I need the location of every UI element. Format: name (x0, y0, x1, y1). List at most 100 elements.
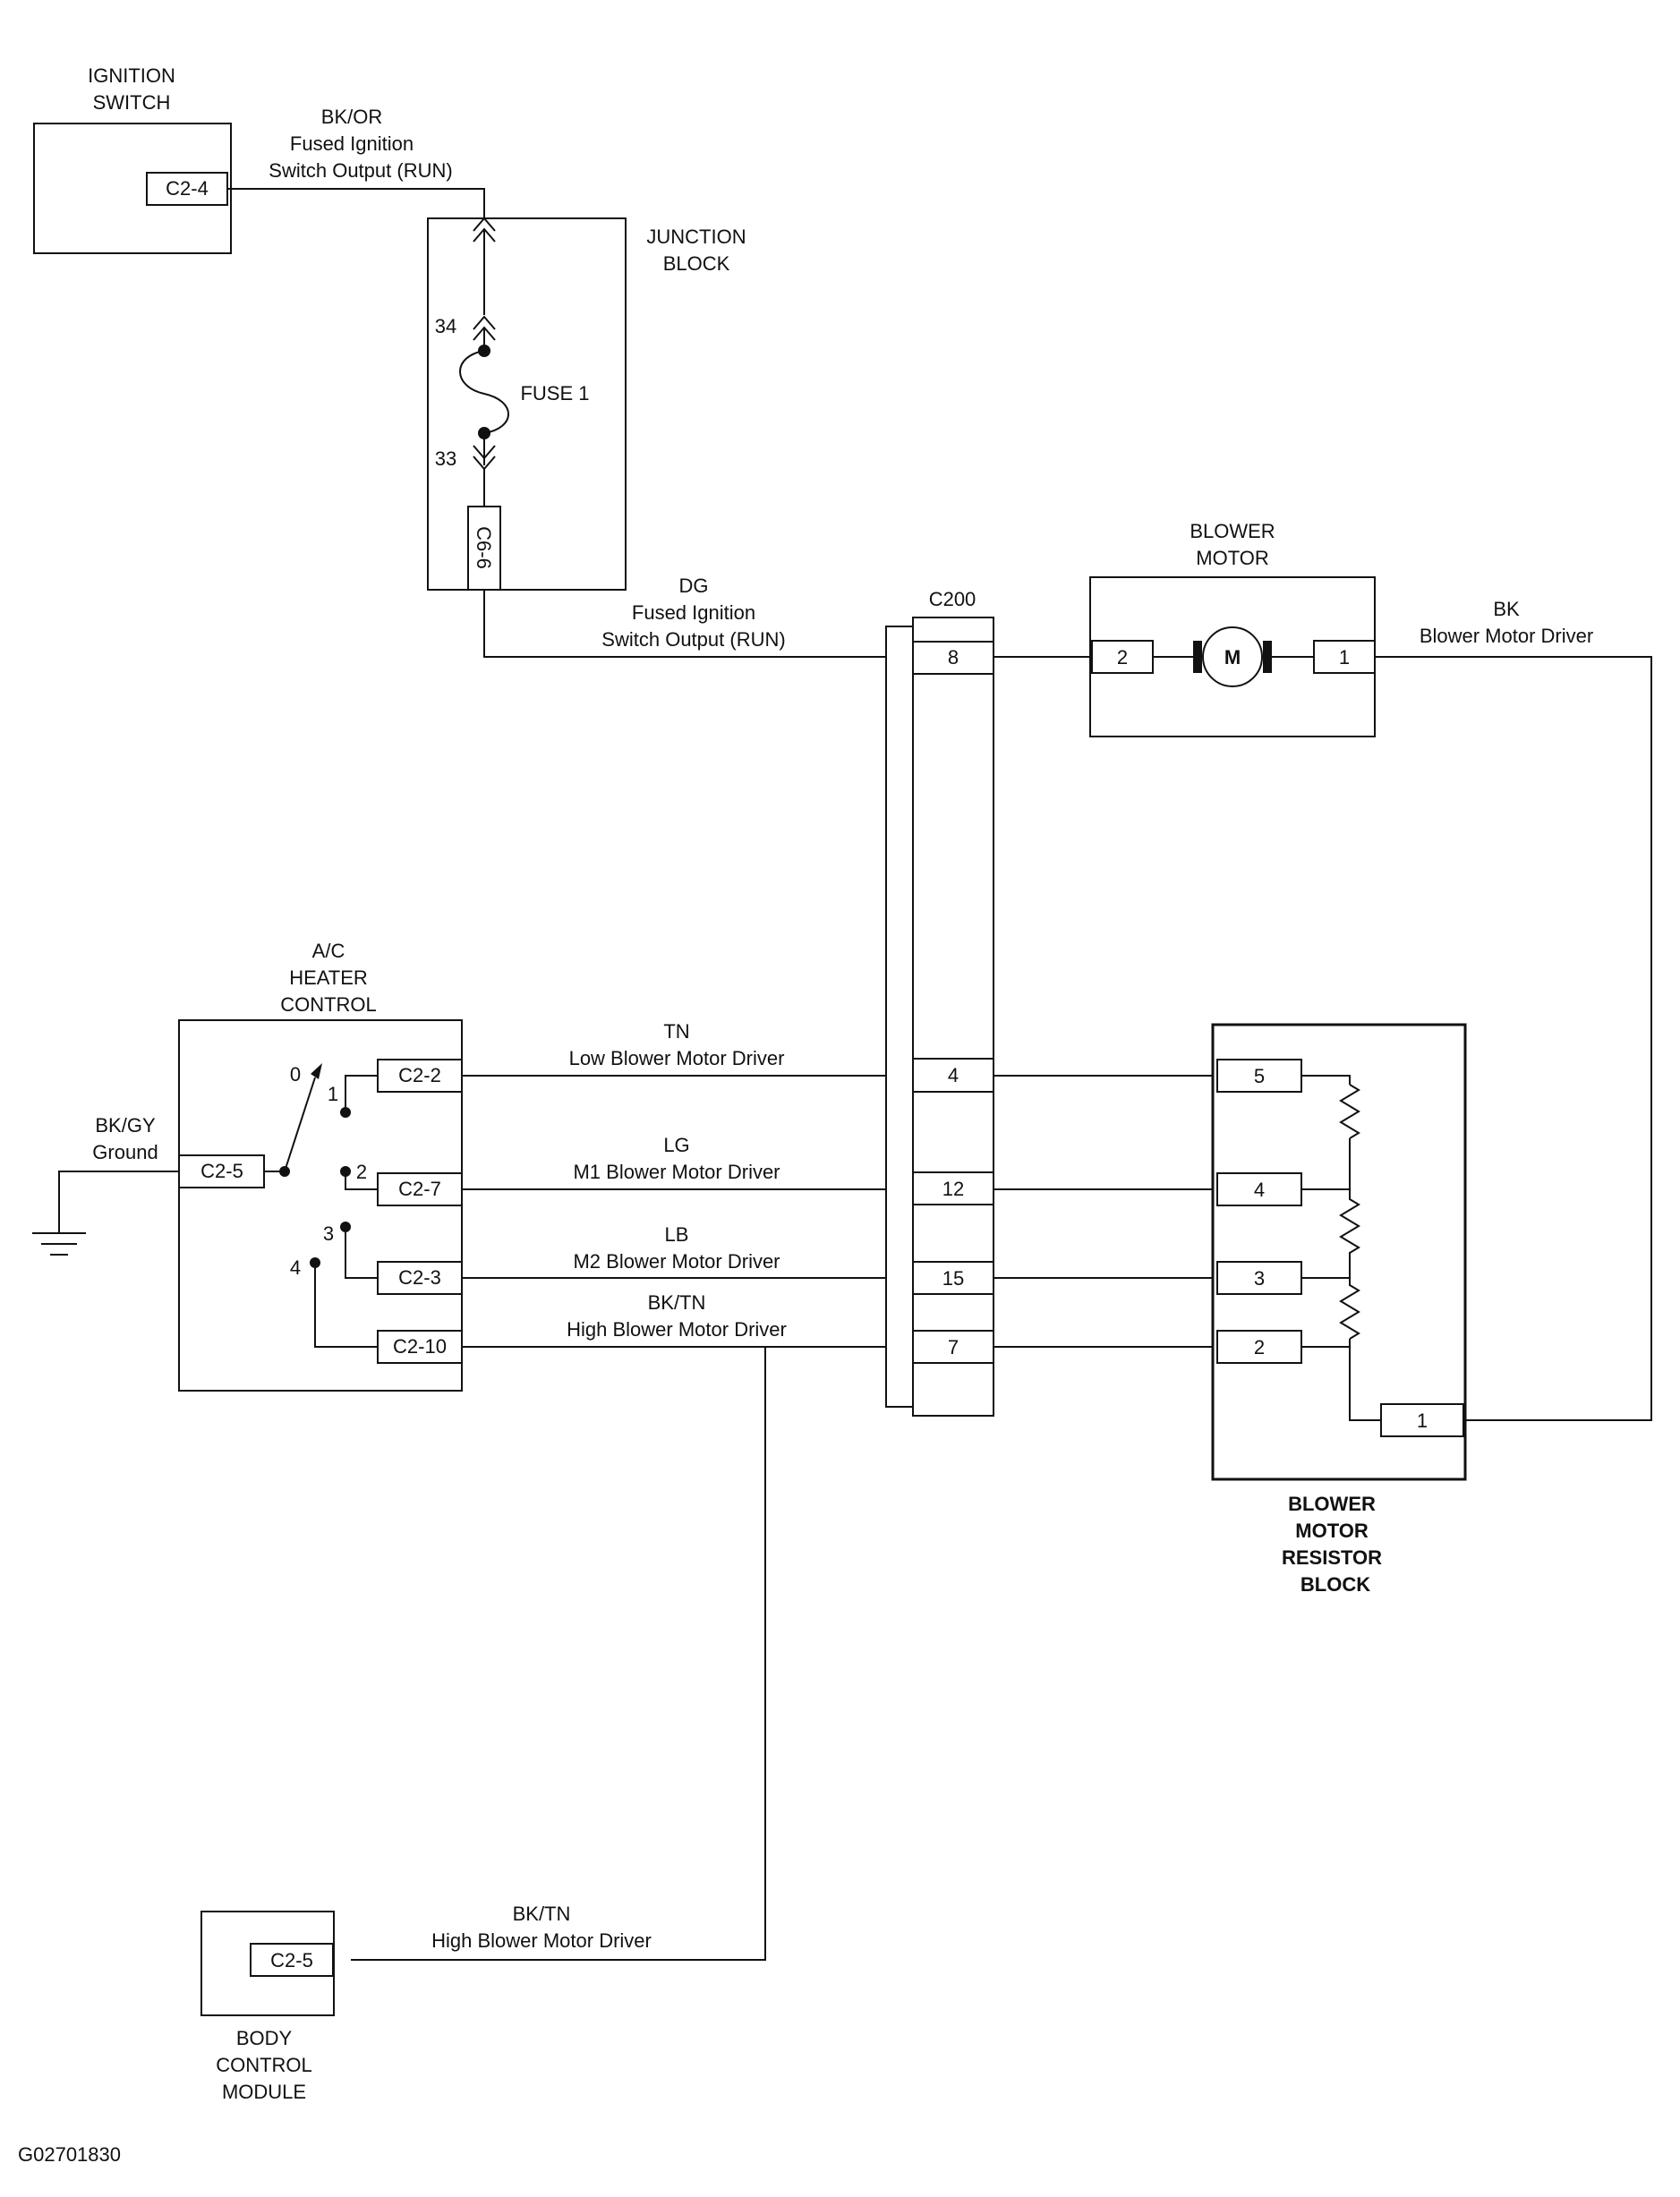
resistor-lead-5 (1301, 1075, 1351, 1085)
wire-bk-tn-desc: High Blower Motor Driver (567, 1318, 787, 1341)
resistor-r2 (1339, 1189, 1360, 1278)
wire-bk-or-desc-2: Switch Output (RUN) (269, 159, 452, 182)
ac-heater-connector-c2-3-label: C2-3 (398, 1266, 441, 1289)
bcm-title-1: BODY (236, 2027, 293, 2049)
ac-heater-connector-c2-7-label: C2-7 (398, 1178, 441, 1200)
pin-34-chevron (473, 315, 496, 330)
junction-block-box (427, 217, 627, 591)
wire-bcm-high-line (351, 1347, 766, 1961)
ac-heater-connector-c2-3 (377, 1261, 463, 1295)
ac-heater-connector-c2-5 (178, 1154, 265, 1188)
resistor-pin-5-box (1216, 1059, 1302, 1093)
wire-tn-desc: Low Blower Motor Driver (569, 1047, 785, 1069)
blower-motor-pin-2: 2 (1117, 646, 1128, 668)
wire-dg: DG Fused Ignition Switch Output (RUN) (483, 575, 886, 658)
wire-lb-color: LB (665, 1223, 689, 1246)
wire-lb-desc: M2 Blower Motor Driver (573, 1250, 780, 1273)
bcm-connector-label: C2-5 (270, 1949, 313, 1971)
resistor-pin-3: 3 (1254, 1267, 1265, 1290)
wire-ground: BK/GY Ground (32, 1114, 179, 1256)
switch-lead-3 (345, 1227, 378, 1279)
resistor-pin-1: 1 (1417, 1409, 1428, 1432)
wire-bcm-high: BK/TN High Blower Motor Driver (351, 1347, 766, 1961)
bcm-title-2: CONTROL (216, 2054, 312, 2076)
wire-bk-or-color: BK/OR (321, 106, 382, 128)
wire-bk-or-desc-1: Fused Ignition (290, 132, 414, 155)
switch-blade (284, 1077, 316, 1172)
switch-lead-2 (345, 1171, 378, 1190)
blower-motor-pin-1: 1 (1339, 646, 1350, 668)
fuse-1-label: FUSE 1 (520, 382, 589, 404)
wire-lg-color: LG (663, 1134, 689, 1156)
wire-bk-tn-high: BK/TN High Blower Motor Driver (462, 1291, 886, 1348)
switch-pos-3: 3 (323, 1222, 334, 1245)
motor-symbol (1202, 626, 1263, 687)
wire-lg-desc: M1 Blower Motor Driver (573, 1161, 780, 1183)
resistor-block: 5 4 3 2 1 BLOWER MOTOR RESISTOR BLOCK (1211, 1023, 1467, 1596)
ignition-switch-connector-label: C2-4 (166, 177, 209, 200)
switch-pos-1: 1 (328, 1083, 338, 1105)
resistor-lead-1 (1349, 1347, 1381, 1421)
ac-heater-control: A/C HEATER CONTROL C2-5 0 1 C2-2 2 C2-7 … (178, 940, 463, 1392)
wire-lg-m1: LG M1 Blower Motor Driver (462, 1134, 886, 1190)
ac-heater-title-2: HEATER (289, 967, 368, 989)
ac-heater-connector-c2-5-label: C2-5 (200, 1160, 243, 1182)
motor-symbol-label: M (1224, 646, 1241, 668)
wire-bk-desc: Blower Motor Driver (1420, 625, 1593, 647)
wire-lb-m2: LB M2 Blower Motor Driver (462, 1223, 886, 1279)
c200-pin-4: 4 (948, 1064, 959, 1086)
resistor-block-title-2: MOTOR (1295, 1520, 1369, 1542)
resistor-r1 (1339, 1084, 1360, 1139)
wire-tn-color: TN (663, 1020, 689, 1043)
c200-title: C200 (929, 588, 976, 610)
c200-shell (885, 626, 913, 1408)
switch-blade-arrow (311, 1063, 322, 1079)
c200-pin-8: 8 (948, 646, 959, 668)
switch-pos-0: 0 (290, 1063, 301, 1086)
switch-lead-4 (314, 1263, 378, 1348)
figure-id: G02701830 (18, 2143, 121, 2166)
resistor-pin-4: 4 (1254, 1179, 1265, 1201)
wire-bk: BK Blower Motor Driver (1375, 598, 1652, 1421)
blower-motor: BLOWER MOTOR 2 M 1 (994, 520, 1376, 737)
wire-bk-color: BK (1493, 598, 1520, 620)
c200-pin-15: 15 (942, 1267, 964, 1290)
motor-brush-left (1193, 641, 1202, 673)
switch-pos-2: 2 (356, 1161, 367, 1183)
ac-heater-title-3: CONTROL (280, 993, 377, 1016)
ac-heater-title-1: A/C (312, 940, 345, 962)
wire-ground-desc: Ground (92, 1141, 158, 1163)
c200-pin-7: 7 (948, 1336, 959, 1358)
wire-bcm-high-desc: High Blower Motor Driver (431, 1929, 652, 1952)
pin-33-chevron (473, 445, 496, 460)
ac-heater-connector-c2-10-label: C2-10 (393, 1335, 447, 1358)
wire-bk-or-line (227, 188, 485, 218)
wire-dg-desc-1: Fused Ignition (632, 601, 755, 624)
wire-ground-color: BK/GY (95, 1114, 156, 1137)
switch-lead-1 (345, 1075, 378, 1112)
wire-dg-color: DG (679, 575, 709, 597)
resistor-pin-2: 2 (1254, 1336, 1265, 1358)
junction-entry-chevron (473, 217, 496, 232)
wire-bk-tn-color: BK/TN (648, 1291, 706, 1314)
bcm-title-3: MODULE (222, 2081, 306, 2103)
wire-bcm-high-color: BK/TN (513, 1903, 571, 1925)
ignition-switch-title-1: IGNITION (88, 64, 175, 87)
resistor-block-title-1: BLOWER (1288, 1493, 1376, 1515)
body-control-module: C2-5 BODY CONTROL MODULE (200, 1911, 335, 2103)
c200-body (912, 617, 994, 1417)
ac-heater-connector-c2-2-label: C2-2 (398, 1064, 441, 1086)
switch-pos-4: 4 (290, 1256, 301, 1279)
resistor-pin-2-box (1216, 1330, 1302, 1364)
resistor-pin-5: 5 (1254, 1065, 1265, 1087)
wire-dg-desc-2: Switch Output (RUN) (601, 628, 785, 651)
resistor-block-title-3: RESISTOR (1282, 1546, 1382, 1569)
ac-heater-connector-c2-2 (377, 1059, 463, 1093)
resistor-block-title-4: BLOCK (1301, 1573, 1370, 1596)
wire-tn-low: TN Low Blower Motor Driver (462, 1020, 886, 1077)
wire-ground-line (58, 1171, 179, 1233)
c200-pin-12: 12 (942, 1178, 964, 1200)
resistor-r3 (1339, 1278, 1360, 1340)
blower-motor-title-1: BLOWER (1190, 520, 1275, 542)
